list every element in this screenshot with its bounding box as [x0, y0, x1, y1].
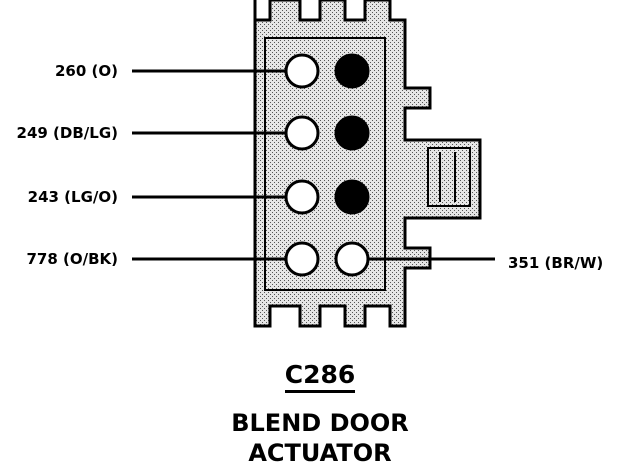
cavity-3-open: [284, 115, 320, 151]
connector-id: C286: [0, 360, 640, 393]
pin-label-249: 249 (DB/LG): [16, 124, 118, 142]
cavity-4-filled: [334, 115, 370, 151]
connector-housing: [253, 0, 482, 328]
pin-label-260: 260 (O): [55, 62, 118, 80]
cavity-1-open: [284, 53, 320, 89]
pin-label-243: 243 (LG/O): [27, 188, 118, 206]
pin-label-778: 778 (O/BK): [26, 250, 118, 268]
cavity-6-filled: [334, 179, 370, 215]
connector-name-line-1: BLEND DOOR: [231, 409, 409, 437]
connector-inner-frame: [264, 37, 386, 291]
connector-name-line-2: ACTUATOR: [248, 439, 392, 467]
connector-name: BLEND DOOR ACTUATOR: [0, 408, 640, 468]
cavity-7-open: [284, 241, 320, 277]
pin-label-351: 351 (BR/W): [508, 254, 604, 272]
connector-latch: [427, 147, 471, 207]
cavity-8-open: [334, 241, 370, 277]
cavity-5-open: [284, 179, 320, 215]
connector-id-text: C286: [284, 360, 356, 393]
cavity-2-filled: [334, 53, 370, 89]
